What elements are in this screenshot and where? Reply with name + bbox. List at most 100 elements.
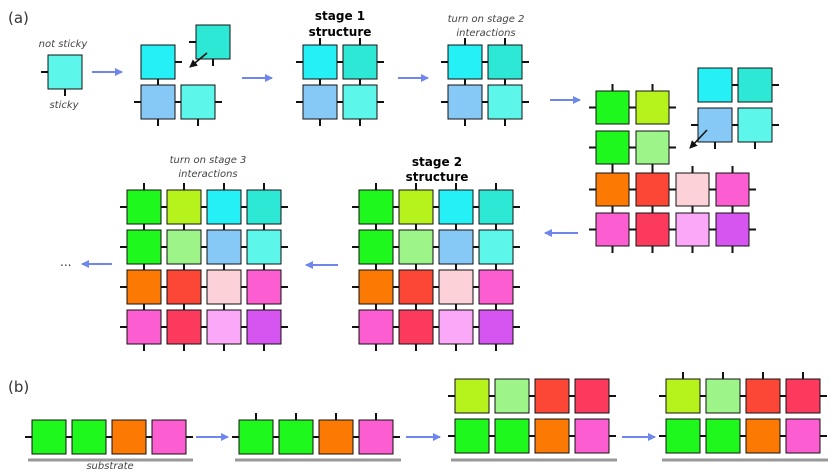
tile (635, 90, 670, 125)
tile (71, 419, 107, 455)
tile (195, 24, 231, 60)
tile (745, 378, 781, 414)
tile (478, 229, 514, 265)
tile (494, 378, 530, 414)
tile (697, 67, 733, 103)
tile (438, 189, 474, 225)
tile (278, 419, 314, 455)
panel-label-b: (b) (8, 378, 29, 396)
tile (438, 229, 474, 265)
tile (398, 189, 434, 225)
tile (140, 84, 176, 120)
tile (358, 269, 394, 305)
tile (140, 44, 176, 80)
tile (737, 67, 773, 103)
tile (438, 309, 474, 345)
tile (595, 90, 630, 125)
stage2-caption-line1: turn on stage 2 (448, 14, 525, 25)
tile (487, 44, 523, 80)
tile (398, 269, 434, 305)
tile (665, 378, 701, 414)
tile (166, 309, 202, 345)
tile (715, 172, 750, 207)
sticky-label: sticky (49, 100, 79, 111)
tile (111, 419, 147, 455)
tile (246, 309, 282, 345)
tile (595, 130, 630, 165)
stage3-caption-line2: interactions (178, 169, 237, 180)
tile (166, 269, 202, 305)
tile (697, 107, 733, 143)
tile (447, 44, 483, 80)
tile (635, 212, 670, 247)
tile (246, 189, 282, 225)
tile (126, 269, 162, 305)
tile (534, 378, 570, 414)
tile (166, 229, 202, 265)
tile (478, 189, 514, 225)
tile (318, 419, 354, 455)
stage3-caption-line1: turn on stage 3 (170, 155, 247, 166)
stage2-title-line1: stage 2 (412, 155, 462, 169)
substrate-label: substrate (86, 461, 133, 472)
tile (342, 84, 378, 120)
tile (151, 419, 187, 455)
tile (635, 130, 670, 165)
tile (206, 229, 242, 265)
tile (358, 189, 394, 225)
stage2-title-line2: structure (406, 170, 469, 184)
tile (166, 189, 202, 225)
panel-label-a: (a) (8, 9, 29, 27)
tile (675, 212, 710, 247)
tile (358, 229, 394, 265)
tile (534, 418, 570, 454)
ellipsis: ... (60, 255, 71, 269)
tile (246, 269, 282, 305)
not-sticky-label: not sticky (39, 39, 89, 50)
tile (785, 378, 821, 414)
tile (206, 269, 242, 305)
tile (715, 212, 750, 247)
tile (494, 418, 530, 454)
tile (745, 418, 781, 454)
tile (126, 309, 162, 345)
tile (447, 84, 483, 120)
tile (47, 54, 83, 90)
tile (705, 378, 741, 414)
tile (478, 269, 514, 305)
attach-arrow (689, 129, 708, 149)
tile (478, 309, 514, 345)
tile (302, 44, 338, 80)
tile (454, 418, 490, 454)
tile (595, 172, 630, 207)
stage1-title-line1: stage 1 (315, 9, 365, 23)
tile (595, 212, 630, 247)
tile (358, 419, 394, 455)
tile (398, 309, 434, 345)
stage2-caption-line2: interactions (456, 28, 515, 39)
tile (31, 419, 67, 455)
tile (342, 44, 378, 80)
tile (737, 107, 773, 143)
tile (635, 172, 670, 207)
tile (246, 229, 282, 265)
stage1-title-line2: structure (309, 25, 372, 39)
tile (675, 172, 710, 207)
diagram-shapes (25, 24, 828, 462)
attach-arrow (189, 52, 208, 68)
tile (438, 269, 474, 305)
tile (487, 84, 523, 120)
tile (705, 418, 741, 454)
tile (126, 189, 162, 225)
tile (358, 309, 394, 345)
tile (398, 229, 434, 265)
tile (785, 418, 821, 454)
tile (665, 418, 701, 454)
tile (180, 84, 216, 120)
tile (238, 419, 274, 455)
tile (574, 378, 610, 414)
tile (206, 189, 242, 225)
tile (454, 378, 490, 414)
